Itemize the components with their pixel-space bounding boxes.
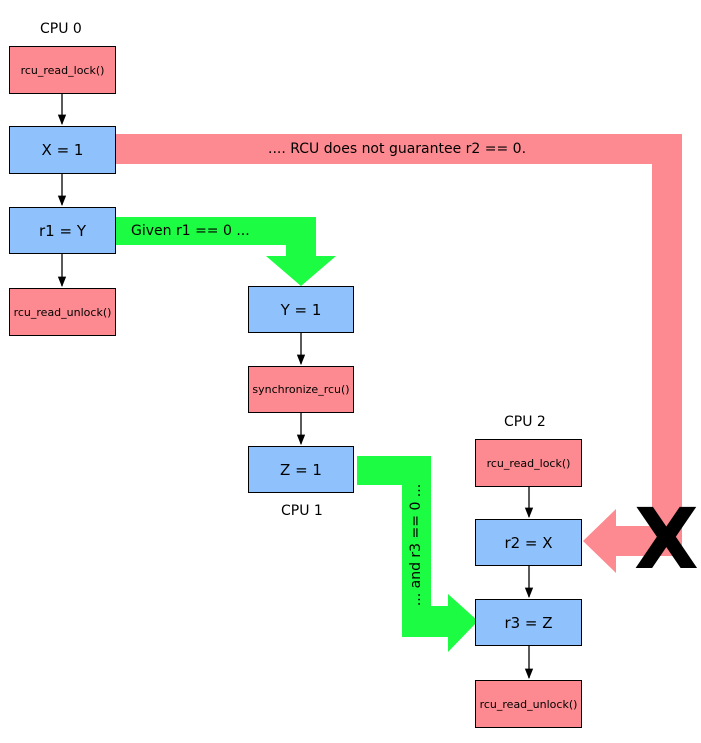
cpu0-x-assign-box: X = 1 bbox=[9, 126, 116, 174]
given-r1-text: Given r1 == 0 ... bbox=[131, 223, 250, 239]
pink-rcu-arrow bbox=[116, 134, 682, 573]
cpu0-rcu-read-unlock-box: rcu_read_unlock() bbox=[9, 288, 116, 336]
cpu2-r3-read-box: r3 = Z bbox=[475, 599, 582, 646]
cpu2-rcu-read-lock-box: rcu_read_lock() bbox=[475, 439, 582, 487]
cpu1-label: CPU 1 bbox=[281, 503, 323, 519]
green-given-arrow bbox=[116, 217, 336, 286]
cpu2-rcu-read-unlock-box: rcu_read_unlock() bbox=[475, 680, 582, 728]
cpu2-label: CPU 2 bbox=[504, 414, 546, 430]
cpu1-z-assign-box: Z = 1 bbox=[248, 446, 354, 493]
cpu0-rcu-read-lock-box: rcu_read_lock() bbox=[9, 46, 116, 94]
rcu-not-guarantee-text: .... RCU does not guarantee r2 == 0. bbox=[268, 141, 527, 157]
and-r3-text: ... and r3 == 0 ... bbox=[408, 483, 424, 607]
cpu0-r1-read-box: r1 = Y bbox=[9, 207, 116, 254]
blocked-x-mark: X bbox=[634, 490, 699, 588]
cpu0-label: CPU 0 bbox=[40, 21, 82, 37]
cpu1-y-assign-box: Y = 1 bbox=[248, 286, 354, 333]
cpu1-synchronize-rcu-box: synchronize_rcu() bbox=[248, 366, 354, 413]
green-and-r3-arrow bbox=[357, 456, 478, 652]
cpu2-r2-read-box: r2 = X bbox=[475, 519, 582, 566]
